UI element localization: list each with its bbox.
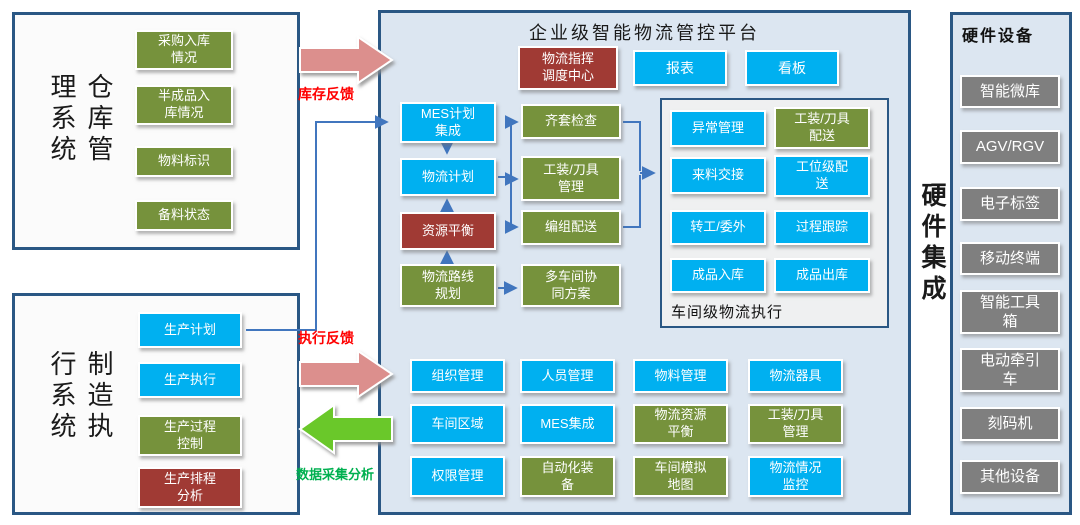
org-management-box: 组织管理 (410, 359, 505, 393)
data-collection-label: 数据采集分析 (296, 467, 375, 482)
mes-system-title: 制造执行系统 (47, 350, 113, 443)
workshop-execution-panel: 异常管理 工装/刀具 配送 来料交接 工位级配 送 转工/委外 过程跟踪 成品入… (660, 98, 889, 328)
logisticsplan-branch-line (498, 122, 512, 227)
logistics-plan-box: 物流计划 (400, 158, 496, 196)
tooling-management-base-box: 工装/刀具 管理 (748, 404, 843, 444)
station-level-delivery-box: 工位级配 送 (774, 155, 870, 197)
electric-tractor-box: 电动牵引 车 (960, 348, 1060, 392)
electronic-tag-box: 电子标签 (960, 187, 1060, 221)
grouping-delivery-box: 编组配送 (521, 210, 621, 245)
finished-goods-inbound-box: 成品入库 (670, 258, 766, 293)
mes-item-production-execution: 生产执行 (138, 362, 242, 398)
mes-item-process-control: 生产过程 控制 (138, 415, 242, 456)
permission-management-box: 权限管理 (410, 456, 505, 497)
mes-plan-integration-box: MES计划 集成 (400, 102, 496, 143)
mes-item-scheduling-analysis: 生产排程 分析 (138, 467, 242, 508)
dashboard-box: 看板 (745, 50, 839, 86)
warehouse-system-panel: 仓库管理系统 采购入库 情况 半成品入 库情况 物料标识 备料状态 (12, 12, 300, 250)
hardware-panel: 硬件设备 智能微库 AGV/RGV 电子标签 移动终端 智能工具 箱 电动牵引 … (950, 12, 1072, 515)
platform-panel: 企业级智能物流管控平台 物流指挥 调度中心 报表 看板 MES计划 集成 物流计… (378, 10, 911, 515)
hardware-integration-label: 硬件集成 (918, 182, 945, 306)
warehouse-item-semifinished-inbound: 半成品入 库情况 (135, 85, 233, 125)
warehouse-item-purchase-inbound: 采购入库 情况 (135, 30, 233, 70)
smart-toolbox-box: 智能工具 箱 (960, 290, 1060, 334)
workshop-area-box: 车间区域 (410, 404, 505, 444)
execution-feedback-label: 执行反馈 (298, 330, 354, 346)
logistics-resource-balance-box: 物流资源 平衡 (633, 404, 728, 444)
warehouse-item-material-prep-status: 备料状态 (135, 200, 233, 231)
other-devices-box: 其他设备 (960, 460, 1060, 494)
mes-item-production-plan: 生产计划 (138, 312, 242, 348)
inventory-feedback-label: 库存反馈 (298, 86, 354, 102)
personnel-management-box: 人员管理 (520, 359, 615, 393)
logistics-status-monitoring-box: 物流情况 监控 (748, 456, 843, 497)
logistics-equipment-box: 物流器具 (748, 359, 843, 393)
exception-management-box: 异常管理 (670, 110, 766, 147)
transfer-outsourcing-box: 转工/委外 (670, 210, 766, 245)
mes-integration-box: MES集成 (520, 404, 615, 444)
agv-rgv-box: AGV/RGV (960, 130, 1060, 164)
incoming-material-handover-box: 来料交接 (670, 157, 766, 194)
smart-micro-warehouse-box: 智能微库 (960, 75, 1060, 108)
workshop-execution-label: 车间级物流执行 (671, 305, 784, 321)
hardware-panel-title: 硬件设备 (962, 28, 1035, 45)
warehouse-item-material-id: 物料标识 (135, 146, 233, 177)
data-collection-arrow-icon (298, 403, 393, 455)
logistics-command-center-box: 物流指挥 调度中心 (518, 46, 618, 90)
finished-goods-outbound-box: 成品出库 (774, 258, 870, 293)
route-planning-box: 物流路线 规划 (400, 264, 496, 307)
production-plan-to-mes-connector (246, 115, 389, 331)
marking-machine-box: 刻码机 (960, 407, 1060, 441)
platform-title: 企业级智能物流管控平台 (529, 23, 760, 43)
resource-balance-box: 资源平衡 (400, 212, 496, 250)
multi-workshop-plan-box: 多车间协 同方案 (521, 264, 621, 307)
workshop-simulation-map-box: 车间模拟 地图 (633, 456, 728, 497)
tooling-delivery-box: 工装/刀具 配送 (774, 107, 870, 149)
process-tracking-box: 过程跟踪 (774, 210, 870, 245)
reports-box: 报表 (633, 50, 727, 86)
automation-equipment-box: 自动化装 备 (520, 456, 615, 497)
green-boxes-to-workshop-line (623, 121, 641, 228)
warehouse-system-title: 仓库管理系统 (47, 73, 113, 166)
inventory-feedback-arrow-icon (299, 35, 394, 85)
mes-system-panel: 制造执行系统 生产计划 生产执行 生产过程 控制 生产排程 分析 (12, 293, 300, 515)
mobile-terminal-box: 移动终端 (960, 242, 1060, 275)
execution-feedback-arrow-icon (299, 349, 394, 399)
material-management-box: 物料管理 (633, 359, 728, 393)
tooling-management-box: 工装/刀具 管理 (521, 156, 621, 201)
kit-check-box: 齐套检查 (521, 104, 621, 139)
